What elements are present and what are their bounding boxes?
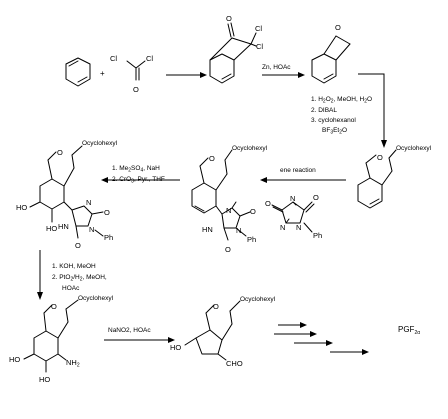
- bicyclic-lactol-ether: O Ocyclohexyl: [357, 145, 432, 209]
- tad-oxygen-left: O: [265, 199, 271, 208]
- svg-text:HOAc: HOAc: [62, 285, 80, 292]
- amine-nh2: NH2: [66, 358, 80, 369]
- diol-oxygen-bottom: O: [75, 241, 81, 250]
- ene-oxygen-right: O: [250, 207, 256, 216]
- tad-n1: N: [280, 223, 285, 232]
- reagents-step4: 1. Me2SO4, NaH 2. CrO3, Pyr., THF: [112, 165, 165, 185]
- diol-oxygen-right: O: [104, 208, 110, 217]
- diol-adduct: O Ocyclohexyl HO HO N HN O O N Ph: [16, 140, 118, 250]
- arrow-diazotization: NaNO2, HOAc: [104, 327, 175, 343]
- bicyclic-ketone: O: [311, 23, 351, 84]
- ene-ocyclohexyl: Ocyclohexyl: [232, 145, 268, 152]
- ene-adduct: O Ocyclohexyl HN N O O N Ph: [191, 145, 268, 254]
- amine-ho-1: HO: [9, 355, 20, 364]
- product-pgf2a: PGF2α: [398, 325, 420, 336]
- aldehyde-ho: HO: [170, 343, 181, 352]
- svg-text:BF3Et2O: BF3Et2O: [322, 127, 347, 136]
- cyclobutanone-oxygen: O: [226, 14, 232, 23]
- ring-oxygen: O: [377, 153, 383, 162]
- ketene-oxygen: O: [133, 85, 139, 94]
- amine-ocyclohexyl: Ocyclohexyl: [78, 295, 114, 302]
- tad-oxygen-right: O: [313, 193, 319, 202]
- aldehyde-cho: CHO: [226, 359, 243, 368]
- chlorine-top: Cl: [255, 24, 262, 33]
- tad-phenyl: Ph: [313, 231, 322, 240]
- svg-text:2. CrO3, Pyr., THF: 2. CrO3, Pyr., THF: [112, 176, 165, 185]
- ene-n-bottom: N: [236, 226, 241, 235]
- arrow-dechlorination: Zn, HOAc: [262, 64, 305, 78]
- ketone-oxygen: O: [335, 23, 341, 32]
- cyclopentane-aldehyde: O Ocyclohexyl HO CHO: [170, 296, 276, 368]
- reagents-step2: 1. H2O2, MeOH, H2O 2. DIBAL 3. cyclohexa…: [311, 96, 372, 136]
- chlorine-left: Cl: [110, 54, 117, 63]
- diol-ocyclohexyl: Ocyclohexyl: [82, 140, 118, 147]
- chlorine-bottom: Cl: [256, 42, 263, 51]
- arrow-methylation-oxidation: [101, 177, 180, 183]
- amine-ring-oxygen: O: [51, 302, 57, 311]
- diol-ring-oxygen: O: [57, 148, 63, 157]
- ocyclohexyl-label: Ocyclohexyl: [396, 145, 432, 152]
- reagent-ene-reaction: ene reaction: [280, 167, 316, 174]
- aldehyde-ring-oxygen: O: [213, 302, 219, 311]
- cyclohexadiene: [65, 57, 91, 87]
- aldehyde-ocyclohexyl: Ocyclohexyl: [240, 296, 276, 303]
- triazolinedione: O O N N N Ph: [265, 193, 322, 240]
- chlorine-right: Cl: [146, 54, 153, 63]
- reagent-nano2: NaNO2, HOAc: [108, 327, 151, 334]
- ene-n-label: N: [226, 206, 231, 215]
- diol-ho-1: HO: [16, 203, 27, 212]
- ene-oxygen-bottom: O: [225, 245, 231, 254]
- tad-n2: N: [296, 223, 301, 232]
- diol-n-bottom: N: [89, 225, 94, 234]
- reagents-step5: 1. KOH, MeOH 2. PtO2/H2, MeOH, HOAc: [52, 263, 107, 292]
- dichlorocyclobutanone: O Cl Cl: [209, 14, 263, 84]
- dichloroketene: Cl Cl O: [110, 54, 153, 94]
- tad-n3: N: [290, 194, 295, 203]
- ene-ring-oxygen: O: [209, 154, 215, 163]
- svg-text:1. H2O2, MeOH, H2O: 1. H2O2, MeOH, H2O: [311, 96, 372, 105]
- arrow-ene-reaction: ene reaction: [260, 167, 346, 183]
- multistep-arrows: [274, 322, 369, 355]
- svg-text:2. DIBAL: 2. DIBAL: [311, 107, 337, 114]
- svg-text:2. PtO2/H2, MeOH,: 2. PtO2/H2, MeOH,: [52, 274, 107, 283]
- diol-phenyl: Ph: [104, 233, 113, 242]
- amino-diol: O Ocyclohexyl HO HO NH2: [9, 295, 114, 384]
- svg-text:3. cyclohexanol: 3. cyclohexanol: [311, 117, 356, 124]
- plus-sign: +: [100, 69, 105, 78]
- arrow-lactonization: [358, 73, 387, 148]
- ene-phenyl: Ph: [247, 235, 256, 244]
- svg-text:1. Me2SO4, NaH: 1. Me2SO4, NaH: [112, 165, 160, 174]
- diol-ho-2: HO: [46, 224, 57, 233]
- ene-hn-label: HN: [202, 225, 213, 234]
- arrow-hydrolysis-reduction: [37, 250, 43, 300]
- reagent-zn-hoac: Zn, HOAc: [262, 64, 291, 71]
- svg-text:1. KOH, MeOH: 1. KOH, MeOH: [52, 263, 96, 270]
- amine-ho-2: HO: [39, 375, 50, 384]
- diol-n-label: N: [86, 198, 91, 207]
- diol-hn-label: HN: [58, 222, 69, 231]
- arrow-cycloaddition: [166, 72, 207, 78]
